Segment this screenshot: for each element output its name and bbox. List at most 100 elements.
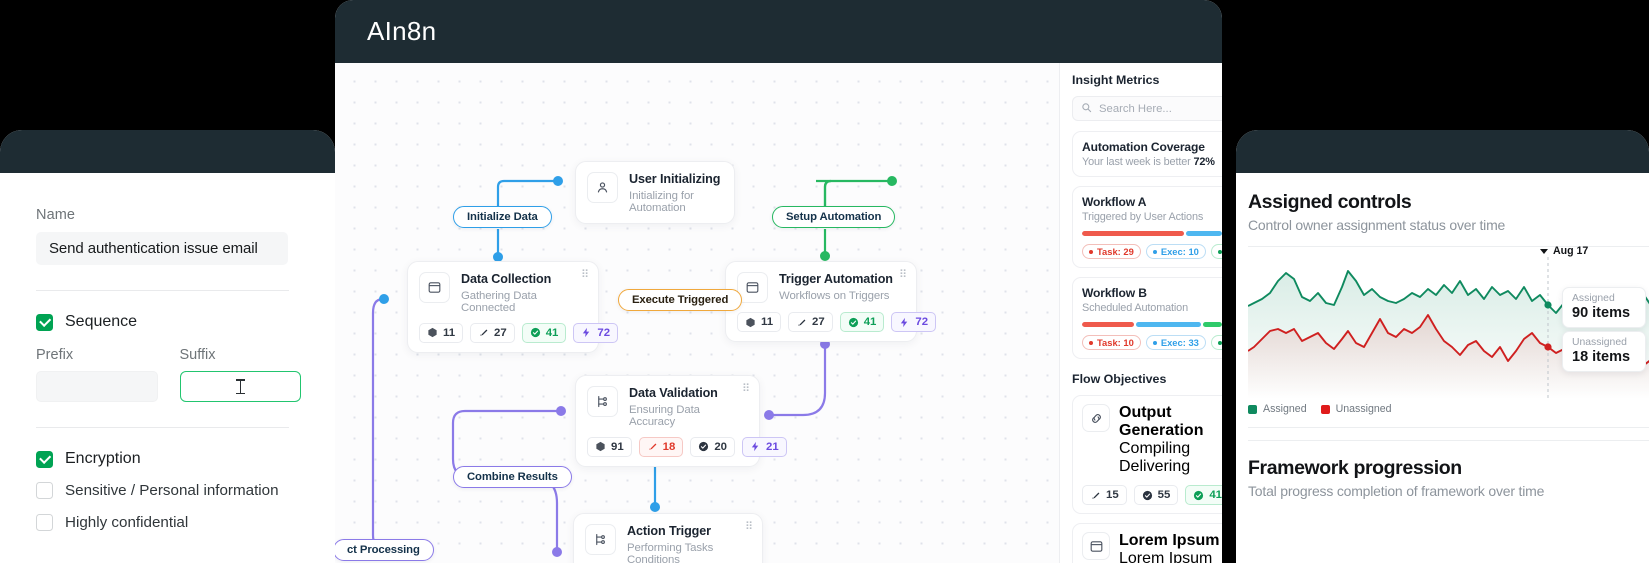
checkbox-unchecked-icon[interactable] bbox=[36, 482, 53, 499]
badge-rocket: 15 bbox=[1082, 485, 1127, 505]
badge-bolt: 72 bbox=[891, 312, 937, 332]
confidential-checkbox-row[interactable]: Highly confidential bbox=[36, 514, 301, 531]
node-text: Trigger Automation Workflows on Triggers bbox=[779, 272, 893, 302]
flow-card-badges: 15 55 41 bbox=[1082, 485, 1222, 505]
card-subtitle: Your last week is better 72% bbox=[1082, 156, 1215, 168]
workflow-canvas[interactable]: User Initializing Initializing for Autom… bbox=[335, 63, 1222, 563]
metric-card-workflow-a[interactable]: Workflow A Triggered by User Actions Tas… bbox=[1072, 186, 1222, 268]
chart-date-label: Aug 17 bbox=[1553, 245, 1589, 257]
tooltip-value: 90 items bbox=[1572, 305, 1631, 321]
workflow-app-window: AIn8n bbox=[335, 0, 1222, 563]
badge-check: 41 bbox=[839, 312, 885, 332]
box-icon bbox=[1082, 532, 1110, 560]
suffix-input[interactable] bbox=[179, 371, 301, 402]
card-subtitle: Lorem Ipsum Dol bbox=[1119, 550, 1213, 563]
drag-handle-icon[interactable]: ⠿ bbox=[580, 269, 589, 281]
node-badges: 91 18 20 21 bbox=[587, 436, 787, 457]
pill-combine-results[interactable]: Combine Results bbox=[453, 466, 572, 488]
name-label: Name bbox=[36, 207, 76, 223]
card-chips: Task: 29 Exec: 10 Done: 1 bbox=[1082, 244, 1222, 259]
sequence-checkbox-row[interactable]: Sequence bbox=[36, 313, 301, 331]
user-icon bbox=[587, 172, 618, 203]
pill-execute-triggered[interactable]: Execute Triggered bbox=[618, 289, 743, 311]
node-title: Action Trigger bbox=[627, 524, 711, 538]
name-input[interactable]: Send authentication issue email bbox=[36, 232, 288, 265]
node-badges: 11 27 41 72 bbox=[737, 312, 937, 332]
chart-top-rule bbox=[1248, 246, 1649, 247]
divider-1 bbox=[36, 290, 289, 291]
legend-swatch-assigned bbox=[1248, 404, 1257, 414]
box-icon bbox=[737, 272, 768, 303]
node-subtitle: Initializing for Automation bbox=[629, 189, 694, 214]
chart-legend: Assigned Unassigned bbox=[1248, 403, 1649, 415]
node-data-validation[interactable]: ⠿ Data Validation Ensuring Data Accuracy… bbox=[575, 375, 787, 467]
metric-card-automation-coverage[interactable]: Automation Coverage Your last week is be… bbox=[1072, 131, 1222, 177]
pill-setup-automation[interactable]: Setup Automation bbox=[772, 206, 896, 228]
pill-initialize-data[interactable]: Initialize Data bbox=[453, 206, 552, 228]
badge-check: 55 bbox=[1133, 485, 1179, 505]
node-subtitle: Workflows on Triggers bbox=[779, 289, 890, 302]
chip-task: Task: 29 bbox=[1082, 244, 1141, 259]
section-rule-2 bbox=[1248, 440, 1649, 441]
node-data-collection[interactable]: ⠿ Data Collection Gathering Data Connect… bbox=[407, 261, 619, 353]
legend-label-unassigned: Unassigned bbox=[1335, 403, 1392, 415]
search-placeholder: Search Here... bbox=[1099, 102, 1172, 115]
flow-card-output-generation[interactable]: Output Generation Compiling Delivering 1… bbox=[1072, 395, 1222, 514]
search-input[interactable]: Search Here... bbox=[1072, 96, 1222, 121]
right-panel-body: Assigned controls Control owner assignme… bbox=[1236, 173, 1649, 563]
pill-act-processing[interactable]: ct Processing bbox=[335, 539, 434, 561]
drag-handle-icon[interactable]: ⠿ bbox=[741, 383, 750, 395]
chart1-subtitle: Control owner assignment status over tim… bbox=[1248, 217, 1506, 233]
chip-exec: Exec: 33 bbox=[1145, 335, 1206, 350]
chart-svg bbox=[1248, 257, 1649, 399]
prefix-suffix-row: Prefix Suffix bbox=[36, 347, 301, 402]
left-panel-body: Name Send authentication issue email Seq… bbox=[0, 173, 335, 563]
confidential-label: Highly confidential bbox=[65, 514, 189, 531]
badge-rocket: 27 bbox=[470, 322, 515, 343]
cube-icon bbox=[745, 317, 756, 328]
tooltip-value: 18 items bbox=[1572, 349, 1631, 365]
flow-card-header: Output Generation Compiling Delivering bbox=[1082, 404, 1222, 476]
tooltip-unassigned: Unassigned 18 items bbox=[1562, 331, 1646, 372]
node-user-initializing[interactable]: User Initializing Initializing for Autom… bbox=[575, 161, 735, 224]
node-subtitle: Gathering Data Connected bbox=[461, 289, 537, 314]
drag-handle-icon[interactable]: ⠿ bbox=[744, 521, 753, 533]
metric-card-workflow-b[interactable]: Workflow B Scheduled Automation Task: 10… bbox=[1072, 277, 1222, 359]
check-circle-icon bbox=[1193, 490, 1204, 501]
sequence-label: Sequence bbox=[65, 313, 138, 330]
node-header: Data Validation Ensuring Data Accuracy bbox=[587, 386, 747, 428]
badge-rocket: 18 bbox=[638, 436, 684, 457]
left-panel-titlebar bbox=[0, 130, 335, 173]
assigned-controls-chart[interactable]: Aug 17 Assigned 90 items Unassigned 18 i… bbox=[1248, 245, 1649, 399]
check-circle-icon bbox=[1142, 490, 1153, 501]
sensitive-checkbox-row[interactable]: Sensitive / Personal information bbox=[36, 482, 301, 499]
progress-bar bbox=[1082, 322, 1222, 327]
prefix-input[interactable] bbox=[36, 371, 158, 402]
checkbox-checked-icon[interactable] bbox=[36, 450, 53, 468]
encryption-checkbox-row[interactable]: Encryption bbox=[36, 450, 301, 468]
drag-handle-icon[interactable]: ⠿ bbox=[898, 269, 907, 281]
app-title: AIn8n bbox=[367, 16, 437, 46]
badge-bolt: 72 bbox=[573, 322, 619, 343]
flow-card-lorem-ipsum[interactable]: Lorem Ipsum Lorem Ipsum Dol bbox=[1072, 523, 1222, 563]
chart1-title: Assigned controls bbox=[1248, 191, 1412, 213]
chip-done: Done: 1 bbox=[1210, 335, 1222, 350]
tooltip-label: Unassigned bbox=[1572, 337, 1627, 348]
node-header: Trigger Automation Workflows on Triggers bbox=[737, 272, 904, 303]
node-trigger-automation[interactable]: ⠿ Trigger Automation Workflows on Trigge… bbox=[725, 261, 937, 342]
flow-card-header: Lorem Ipsum Lorem Ipsum Dol bbox=[1082, 532, 1222, 563]
badge-rocket: 27 bbox=[788, 312, 833, 332]
cube-icon bbox=[595, 441, 606, 452]
badge-check-green: 41 bbox=[1185, 485, 1222, 505]
badge-cube: 11 bbox=[419, 322, 464, 343]
chip-exec: Exec: 10 bbox=[1145, 244, 1206, 259]
chip-task: Task: 10 bbox=[1082, 335, 1141, 350]
node-subtitle: Performing Tasks Conditions bbox=[627, 541, 714, 563]
node-text: Action Trigger Performing Tasks Conditio… bbox=[627, 524, 750, 563]
node-title: Trigger Automation bbox=[779, 272, 893, 286]
checkbox-checked-icon[interactable] bbox=[36, 313, 53, 331]
checkbox-unchecked-icon[interactable] bbox=[36, 514, 53, 531]
card-title: Lorem Ipsum bbox=[1119, 532, 1220, 549]
node-action-trigger[interactable]: ⠿ Action Trigger Performing Tasks Condit… bbox=[573, 513, 763, 563]
bolt-icon bbox=[750, 441, 761, 452]
